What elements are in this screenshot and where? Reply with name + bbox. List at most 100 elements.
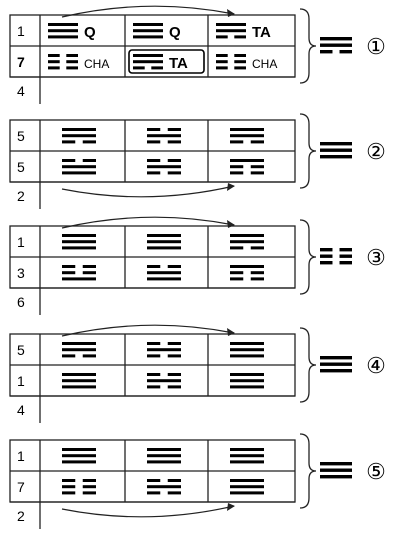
trigram-line-broken-right [82,140,96,144]
trigram-line-broken-right [82,485,96,489]
last-number: 6 [17,294,25,310]
trigram-line-solid [230,485,264,489]
trigram-line-solid [230,354,264,358]
row-number: 7 [17,479,25,495]
result-number: ④ [366,353,386,378]
trigram-line-solid [230,265,264,268]
trigram-line-solid [62,454,96,458]
trigram-line-broken-left [320,261,333,265]
trigram-line-broken-left [147,354,161,358]
trigram-icon [133,54,163,70]
trigram-line-broken-left [133,66,145,70]
trigram-line-broken-left [147,171,161,175]
trigram-line-broken-left [62,354,76,358]
trigram-icon [230,479,264,495]
trigram-line-solid [147,460,181,464]
trigram-line-broken-left [216,35,228,39]
trigram-line-solid [62,246,96,250]
trigram-line-solid [147,454,181,458]
move-arrow [61,324,235,337]
brace-icon [299,433,317,509]
trigram-line-solid [320,37,352,41]
trigram-line-solid [62,348,96,352]
trigram-icon [147,159,181,175]
trigram-line-solid [133,35,163,39]
result-number: ⑤ [366,459,386,484]
trigram-line-broken-right [250,277,264,281]
trigram-line-broken-right [339,254,352,258]
trigram-line-solid [147,277,181,281]
trigram-line-solid [230,342,264,345]
row-number: 5 [17,342,25,358]
trigram-line-solid [48,35,78,39]
trigram-line-broken-right [66,54,78,57]
result-number: ③ [366,245,386,270]
cell-label: Q [169,24,181,41]
trigram-line-broken-right [250,271,264,275]
trigram-icon [230,234,264,250]
trigram-line-broken-left [62,159,76,162]
trigram-line-solid [230,373,264,376]
trigram-line-solid [147,234,181,237]
trigram-line-solid [147,485,181,489]
trigram-line-solid [62,171,96,175]
trigram-line-broken-left [230,165,244,169]
trigram-line-solid [230,234,264,237]
trigram-line-broken-right [339,248,352,252]
arrow-head-icon [227,220,235,228]
trigram-line-solid [62,373,96,376]
trigram-line-broken-right [82,159,96,162]
cell-label: CHA [84,57,109,71]
trigram-line-broken-left [48,60,60,64]
trigram-line-broken-right [167,491,181,495]
trigram-line-solid [230,348,264,352]
trigram-line-broken-right [167,140,181,144]
last-number: 2 [17,188,25,204]
row-number: 1 [17,373,25,389]
trigram-line-solid [230,134,264,138]
trigram-line-solid [230,385,264,389]
trigram-line-broken-left [147,342,161,345]
trigram-icon [62,265,96,281]
trigram-icon [147,265,181,281]
trigram-icon [230,373,264,389]
cell-label: TA [252,24,271,41]
row-number: 7 [17,54,25,70]
trigram-line-broken-right [167,265,181,268]
trigram-line-broken-right [167,385,181,389]
trigram-line-solid [230,460,264,464]
trigram-line-solid [320,475,352,479]
highlight-box [128,49,205,74]
trigram-line-broken-right [167,171,181,175]
trigram-line-broken-left [62,265,76,268]
trigram-line-broken-right [234,35,246,39]
trigram-line-broken-left [62,140,76,144]
trigram-line-solid [62,234,96,237]
trigram-line-broken-right [66,60,78,64]
trigram-line-solid [62,448,96,451]
trigram-line-broken-left [230,171,244,175]
last-number: 2 [17,508,25,524]
trigram-icon [48,23,78,39]
trigram-icon [147,128,181,144]
trigram-icon [230,448,264,464]
trigram-line-broken-right [167,342,181,345]
trigram-icon [216,54,246,70]
trigram-line-broken-left [48,54,60,57]
trigram-line-broken-left [230,277,244,281]
move-arrow [61,185,235,198]
trigram-line-broken-left [320,254,333,258]
result-number: ② [366,139,386,164]
trigram-line-broken-left [62,479,76,482]
trigram-line-broken-left [230,271,244,275]
trigram-line-solid [230,491,264,495]
trigram-line-solid [320,148,352,152]
arrow-head-icon [227,328,235,336]
trigram-line-broken-right [250,171,264,175]
trigram-line-solid [147,448,181,451]
last-number: 4 [17,83,25,99]
